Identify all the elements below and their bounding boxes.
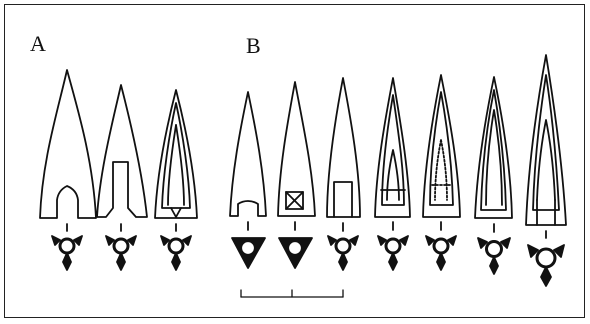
spearhead-b7 (526, 55, 566, 238)
spearhead-a2 (97, 85, 147, 231)
symbol-circle-b3 (328, 236, 358, 270)
scale-bar (241, 290, 343, 297)
spearhead-b6 (475, 77, 512, 232)
symbol-circle-b7 (528, 245, 564, 286)
symbol-circle-a3 (161, 236, 191, 270)
spearhead-b1 (230, 92, 266, 230)
spearhead-b2 (278, 82, 315, 230)
spearhead-b3 (327, 78, 360, 231)
symbol-circle-b5 (426, 236, 456, 270)
symbol-triangle-b2 (279, 238, 312, 268)
symbol-circle-a1 (52, 236, 82, 270)
spearhead-b4 (375, 78, 410, 230)
spearhead-a1 (40, 70, 96, 231)
symbol-circle-b4 (378, 236, 408, 270)
spearhead-a3 (155, 90, 197, 231)
symbol-circle-a2 (106, 236, 136, 270)
symbol-circle-b6 (478, 238, 510, 274)
spearhead-b5 (423, 75, 460, 230)
symbol-triangle-b1 (232, 238, 265, 268)
